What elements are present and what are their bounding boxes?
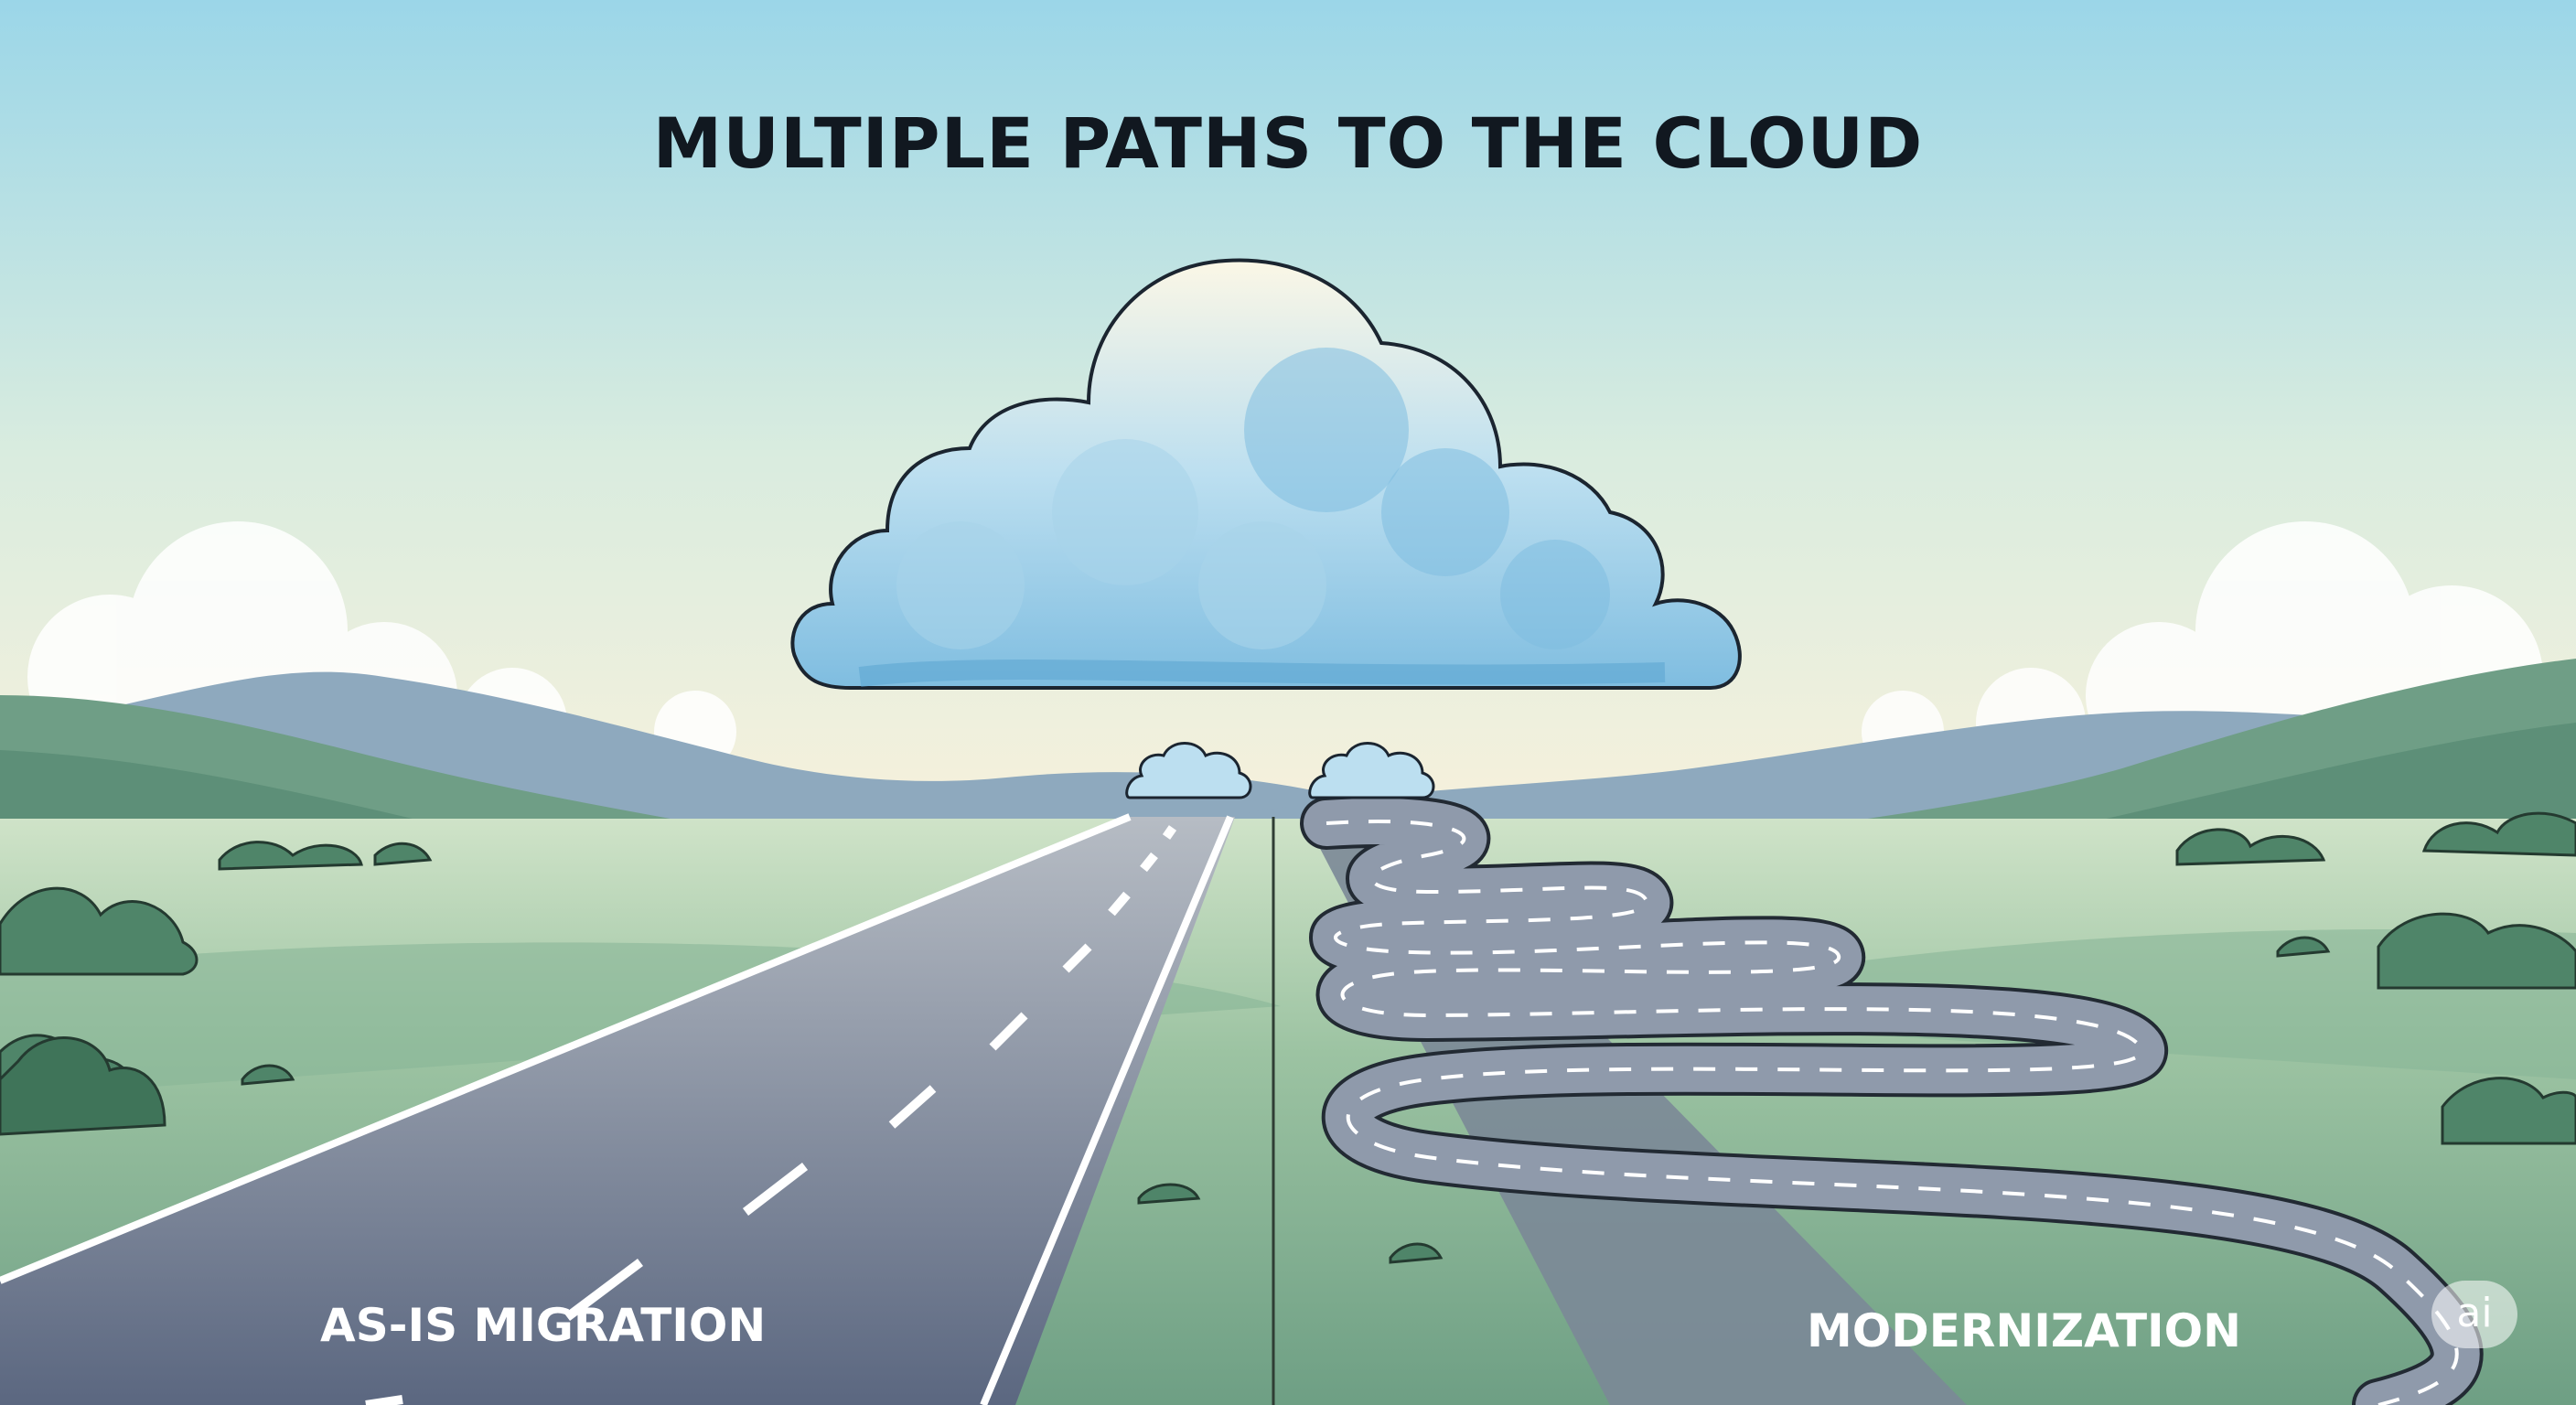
as-is-migration-label: AS-IS MIGRATION <box>320 1299 767 1352</box>
winding-road-dashes <box>1326 820 2459 1405</box>
cloud-icon <box>790 258 1742 690</box>
modernization-label: MODERNIZATION <box>1807 1304 2241 1357</box>
small-cloud-icon <box>1125 742 1435 799</box>
road-edge-right <box>980 815 1234 1405</box>
straight-road <box>0 817 1235 1405</box>
page-title: MULTIPLE PATHS TO THE CLOUD <box>652 102 1924 184</box>
bush-icon <box>0 811 2576 1264</box>
ai-watermark-badge: ai <box>2431 1281 2517 1348</box>
road-edge-left <box>0 813 1132 1284</box>
road-center-dashes <box>365 825 1177 1405</box>
